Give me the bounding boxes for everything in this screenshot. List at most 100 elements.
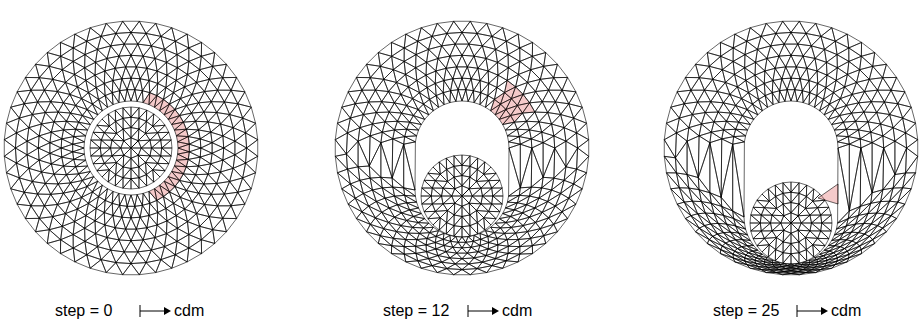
mesh-element [407, 129, 419, 136]
mesh-element [443, 81, 450, 93]
mesh-element [718, 223, 730, 232]
disk-element [131, 169, 139, 179]
mesh-element [861, 143, 872, 193]
mesh-element [864, 213, 877, 223]
mesh-element [549, 78, 562, 91]
mesh-element [25, 206, 39, 219]
disk-element [489, 173, 500, 180]
mesh-element [746, 75, 756, 87]
mesh-element [49, 56, 62, 69]
mesh-element [186, 129, 198, 136]
mesh-element [416, 253, 429, 260]
mesh-element [453, 247, 462, 253]
disk-element [138, 140, 150, 148]
mesh-element [529, 122, 541, 132]
mesh-element [224, 181, 237, 194]
mesh-element [95, 62, 105, 75]
mesh-element [4, 148, 16, 163]
mesh-element [73, 137, 85, 145]
mesh-element [191, 103, 203, 113]
mesh-element [540, 66, 553, 79]
mesh-element [392, 56, 404, 69]
mesh-element [489, 75, 498, 87]
mesh-element [88, 192, 98, 203]
mesh-element [376, 112, 389, 122]
mesh-element [457, 67, 468, 78]
mesh-element [231, 77, 245, 91]
mesh-element [38, 148, 50, 160]
mesh-element [426, 245, 436, 252]
disk-element [462, 177, 470, 189]
mesh-element [735, 74, 746, 86]
mesh-element [65, 202, 77, 214]
mesh-element [517, 121, 529, 130]
mesh-element [356, 212, 370, 225]
disk-element [139, 110, 147, 121]
mesh-element [554, 219, 568, 232]
disk-element [470, 226, 478, 237]
mesh-element [51, 122, 63, 132]
mesh-element [574, 173, 587, 189]
mesh-element [698, 143, 710, 193]
mesh-element [705, 213, 718, 223]
disk-element [470, 223, 478, 234]
disk-element [424, 180, 435, 188]
mesh-element [73, 41, 87, 54]
mesh-element [736, 105, 747, 115]
mesh-element [212, 136, 224, 148]
mesh-element [200, 132, 212, 143]
mesh-element [246, 133, 258, 148]
mesh-element [157, 62, 167, 75]
mesh-element [437, 21, 453, 33]
mesh-element [543, 136, 555, 148]
disk-element [123, 107, 131, 117]
mesh-element [136, 228, 147, 240]
mesh-element [177, 228, 189, 241]
mesh-element [342, 92, 355, 107]
mesh-element [58, 112, 70, 121]
mesh-element [147, 215, 157, 227]
mesh-element [73, 34, 87, 48]
mesh-element [858, 122, 870, 132]
mesh-element [362, 78, 375, 91]
mesh-element [348, 198, 362, 212]
mesh-element [142, 203, 149, 215]
mesh-element [157, 221, 167, 234]
mesh-element [843, 224, 855, 233]
mesh-element [369, 136, 381, 166]
mesh-element [544, 53, 558, 67]
mesh-element [122, 217, 131, 229]
disk-element [492, 180, 503, 188]
mesh-element [177, 222, 189, 235]
mesh-element [802, 262, 809, 264]
mesh-element [19, 168, 32, 181]
disk-element [454, 226, 462, 237]
mesh-element [16, 128, 28, 142]
mesh-element [432, 33, 447, 45]
mesh-element [116, 21, 131, 33]
mesh-element [24, 102, 37, 115]
mesh-element [149, 191, 157, 203]
mesh-element [745, 258, 756, 263]
mesh-element [369, 143, 381, 178]
mesh-element [419, 228, 429, 233]
mesh-element [416, 246, 427, 253]
disk-element [100, 148, 110, 156]
mesh-element [44, 90, 57, 102]
mesh-element [73, 48, 85, 61]
mesh-element [765, 93, 773, 105]
mesh-element [95, 221, 105, 234]
mesh-element [851, 223, 863, 232]
mesh-element [369, 201, 382, 212]
disk-element [131, 179, 139, 189]
mesh-element [506, 41, 520, 54]
mesh-element [466, 241, 474, 247]
mesh-element [555, 90, 568, 104]
mesh-element [122, 78, 131, 90]
mesh-element [492, 259, 506, 266]
mesh-element [175, 34, 189, 48]
mesh-element [843, 224, 855, 233]
mesh-element [187, 34, 201, 48]
mesh-element [457, 55, 468, 67]
mesh-element [75, 68, 86, 81]
